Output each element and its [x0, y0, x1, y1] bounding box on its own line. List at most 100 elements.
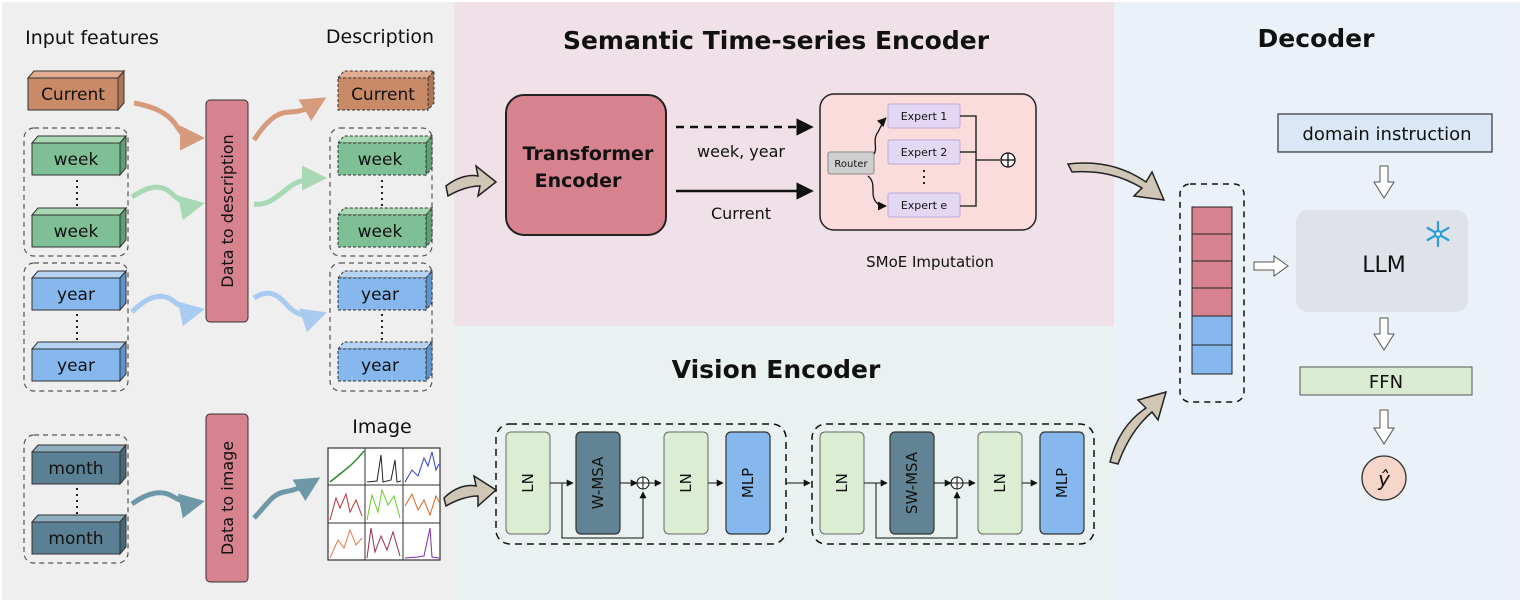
token-pink-2 [1191, 233, 1233, 262]
input-year-top-label: year [57, 285, 95, 305]
token-stack [1191, 206, 1233, 375]
token-stack-group [1179, 183, 1245, 403]
decoder-title: Decoder [1258, 24, 1376, 53]
b2-ln1-label: LN [833, 473, 851, 493]
input-month-top-label: month [48, 459, 103, 479]
input-current-label: Current [41, 85, 105, 105]
ffn-box [1299, 366, 1473, 396]
input-current-box: Current [26, 69, 126, 112]
desc-week-bottom-box: week [336, 206, 434, 249]
llm-to-ffn-arrow [1373, 317, 1395, 351]
output-circle [1361, 455, 1407, 501]
semantic-encoder-title: Semantic Time-series Encoder [563, 26, 990, 55]
expert-e-label: Expert e [901, 199, 948, 212]
year-to-d2d-arrow [130, 294, 205, 327]
input-week-bottom-label: week [54, 222, 99, 242]
transformer-label-1: Transformer [523, 143, 654, 165]
output-label: ŷ [1377, 467, 1391, 491]
input-features-title: Input features [25, 27, 159, 49]
week-to-d2d-arrow [130, 184, 205, 221]
b2-mlp-label: MLP [1053, 468, 1071, 498]
b1-connectors [550, 476, 811, 539]
input-month-bottom-label: month [48, 529, 103, 549]
d2i-to-image-arrow [252, 477, 321, 520]
smoe-imputation-block: Router Expert 1 Expert 2 Expert e [819, 93, 1037, 231]
description-title: Description [326, 26, 434, 48]
domain-instruction-label: domain instruction [1302, 124, 1471, 145]
snowflake-icon [1426, 220, 1450, 248]
month-to-d2i-arrow [130, 490, 205, 519]
current-to-d2d-arrow [133, 100, 205, 151]
left-to-semantic-big-arrow [445, 164, 498, 198]
token-blue-2 [1191, 344, 1233, 375]
vision-encoder-title: Vision Encoder [672, 355, 881, 384]
transformer-label-2: Encoder [535, 170, 622, 192]
tokens-to-llm-arrow [1253, 255, 1289, 277]
input-year-bottom-box: year [30, 340, 128, 383]
expert-e-box [887, 192, 961, 218]
input-week-top-label: week [54, 150, 99, 170]
expert-2-label: Expert 2 [901, 146, 948, 159]
smoe-label: SMoE Imputation [866, 253, 994, 271]
desc-week-top-label: week [358, 150, 403, 170]
d2d-to-current-desc-arrow [251, 97, 327, 142]
month-input-group [23, 434, 129, 564]
year-desc-group [329, 262, 433, 392]
input-week-bottom-box: week [30, 206, 128, 249]
experts-merge-lines [960, 115, 977, 207]
d2d-to-year-desc-arrow [252, 290, 327, 333]
router-to-expert1-arrow [873, 117, 887, 155]
input-month-top-box: month [30, 443, 128, 486]
data-to-image-bar: Data to image [205, 413, 249, 583]
token-pink-1 [1191, 206, 1233, 235]
input-year-bottom-label: year [57, 356, 95, 376]
b1-ln2-label: LN [677, 473, 695, 493]
input-year-top-box: year [30, 269, 128, 312]
image-to-vision-big-arrow [443, 474, 498, 508]
token-pink-4 [1191, 287, 1233, 317]
expert-1-label: Expert 1 [901, 110, 948, 123]
week-input-group [23, 127, 129, 257]
transformer-encoder-box: Transformer Encoder [505, 94, 667, 236]
b2-ln2-label: LN [991, 473, 1009, 493]
ffn-to-output-arrow [1373, 409, 1395, 445]
image-thumbnail-grid [327, 447, 441, 561]
swin-block-2 [811, 423, 1095, 545]
ffn-label: FFN [1369, 372, 1403, 393]
input-month-bottom-box: month [30, 513, 128, 556]
token-pink-3 [1191, 260, 1233, 289]
router-to-experte-arrow [867, 175, 887, 211]
vision-to-decoder-big-arrow [1109, 390, 1168, 465]
desc-year-top-label: year [361, 285, 399, 305]
b1-mlp-label: MLP [739, 468, 757, 498]
router-label: Router [834, 159, 868, 170]
desc-current-label: Current [351, 85, 415, 105]
image-title: Image [352, 416, 412, 438]
llm-box [1296, 210, 1468, 312]
year-input-group [23, 262, 129, 392]
b2-msa-label: SW-MSA [903, 451, 921, 514]
desc-year-top-box: year [336, 269, 434, 312]
semantic-to-decoder-big-arrow [1066, 162, 1166, 201]
llm-label: LLM [1362, 253, 1406, 278]
solid-arrow-label: Current [711, 204, 771, 223]
instruction-to-llm-arrow [1373, 165, 1395, 199]
b1-mlp [725, 431, 771, 535]
data-to-image-label: Data to image [218, 441, 237, 555]
desc-week-top-box: week [336, 134, 434, 177]
input-week-top-box: week [30, 134, 128, 177]
data-to-description-bar: Data to description [205, 99, 249, 323]
desc-year-bottom-box: year [336, 340, 434, 383]
desc-current-box: Current [336, 69, 436, 112]
token-blue-1 [1191, 315, 1233, 346]
domain-instruction-box [1277, 113, 1493, 153]
desc-year-bottom-label: year [361, 356, 399, 376]
swin-block-1 [495, 423, 787, 545]
router-box [827, 151, 875, 175]
d2d-to-week-desc-arrow [253, 165, 327, 207]
week-desc-group [329, 127, 433, 257]
desc-week-bottom-label: week [358, 222, 403, 242]
dashed-arrow-label: week, year [697, 142, 785, 161]
